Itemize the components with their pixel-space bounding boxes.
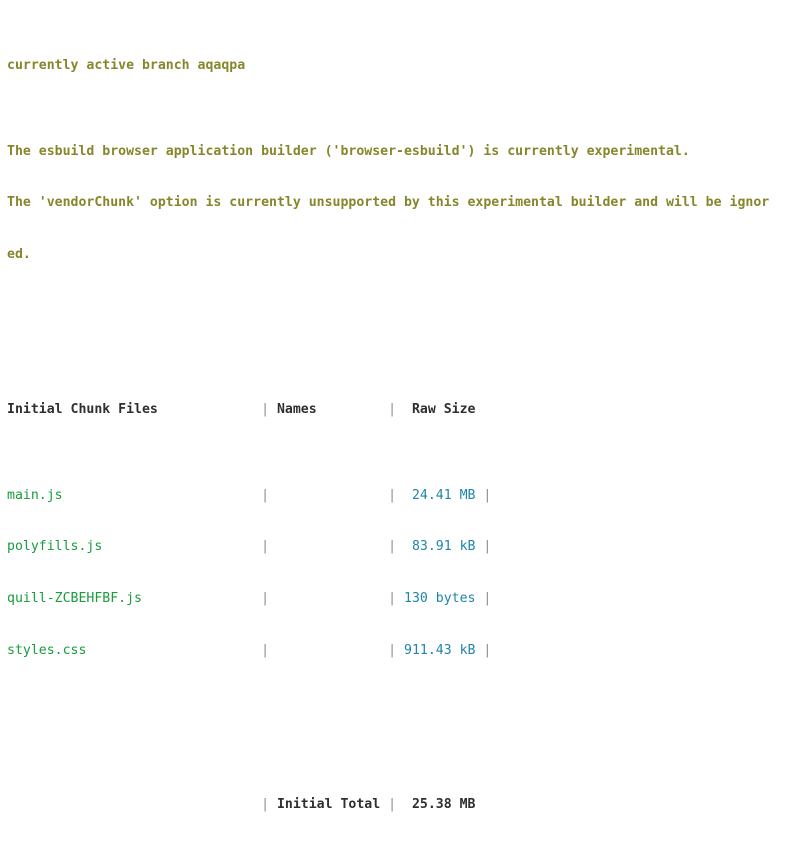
chunk-names-value [277, 643, 388, 658]
warning-vendorchunk-line2: ed. [0, 246, 801, 263]
chunk-names-value [277, 591, 388, 606]
column-separator: | [388, 401, 405, 417]
initial-total-label: Initial Total [276, 797, 389, 813]
column-separator: | [261, 642, 277, 658]
column-separator: | [261, 797, 277, 813]
warning-vendorchunk-line1-text: The 'vendorChunk' option is currently un… [7, 195, 770, 211]
warning-vendorchunk-line2-text: ed. [7, 247, 31, 262]
column-separator: | [388, 642, 405, 658]
chunk-file-name: quill-ZCBEHFBF.js [7, 590, 262, 606]
chunk-file-name: main.js [7, 487, 262, 503]
column-separator: | [261, 401, 277, 417]
raw-size-header: Raw Size [404, 401, 476, 417]
warning-esbuild-experimental: The esbuild browser application builder … [0, 143, 801, 160]
column-separator: | [475, 539, 492, 555]
column-separator: | [261, 487, 277, 503]
initial-total-row: | Initial Total | 25.38 MB [0, 796, 801, 813]
total-left-pad [7, 797, 261, 812]
column-separator: | [475, 487, 492, 503]
names-header: Names [276, 401, 389, 417]
initial-total-value: 25.38 MB [404, 797, 476, 813]
chunk-names-value [277, 488, 388, 503]
chunk-raw-size-value: 24.41 MB [404, 487, 476, 503]
column-separator: | [388, 539, 405, 555]
terminal-window[interactable]: currently active branch aqaqpa The esbui… [0, 0, 801, 812]
blank-line [0, 710, 801, 727]
chunk-file-name: polyfills.js [7, 539, 262, 555]
chunk-raw-size-value: 130 bytes [404, 590, 476, 606]
initial-chunks-row: main.js | | 24.41 MB | [0, 487, 801, 504]
warning-vendorchunk-line1: The 'vendorChunk' option is currently un… [0, 194, 801, 211]
blank-line [0, 315, 801, 332]
column-separator: | [388, 487, 405, 503]
chunk-raw-size-value: 83.91 kB [404, 539, 476, 555]
chunk-file-name: styles.css [7, 642, 262, 658]
column-separator: | [261, 539, 277, 555]
column-separator: | [261, 590, 277, 606]
column-separator: | [475, 590, 492, 606]
column-separator: | [388, 590, 405, 606]
warning-esbuild-experimental-text: The esbuild browser application builder … [7, 143, 690, 159]
clipped-scrollback-text: currently active branch aqaqpa [7, 57, 246, 73]
initial-chunks-header-row: Initial Chunk Files | Names | Raw Size [0, 401, 801, 418]
chunk-raw-size-value: 911.43 kB [404, 642, 476, 658]
initial-chunks-row: polyfills.js | | 83.91 kB | [0, 538, 801, 555]
chunk-files-header: Initial Chunk Files [7, 401, 262, 417]
column-separator: | [475, 642, 492, 658]
chunk-names-value [277, 539, 388, 554]
clipped-scrollback-line: currently active branch aqaqpa [0, 57, 801, 74]
column-separator: | [388, 797, 405, 813]
initial-chunks-row: quill-ZCBEHFBF.js | | 130 bytes | [0, 590, 801, 607]
initial-chunks-row: styles.css | | 911.43 kB | [0, 642, 801, 659]
